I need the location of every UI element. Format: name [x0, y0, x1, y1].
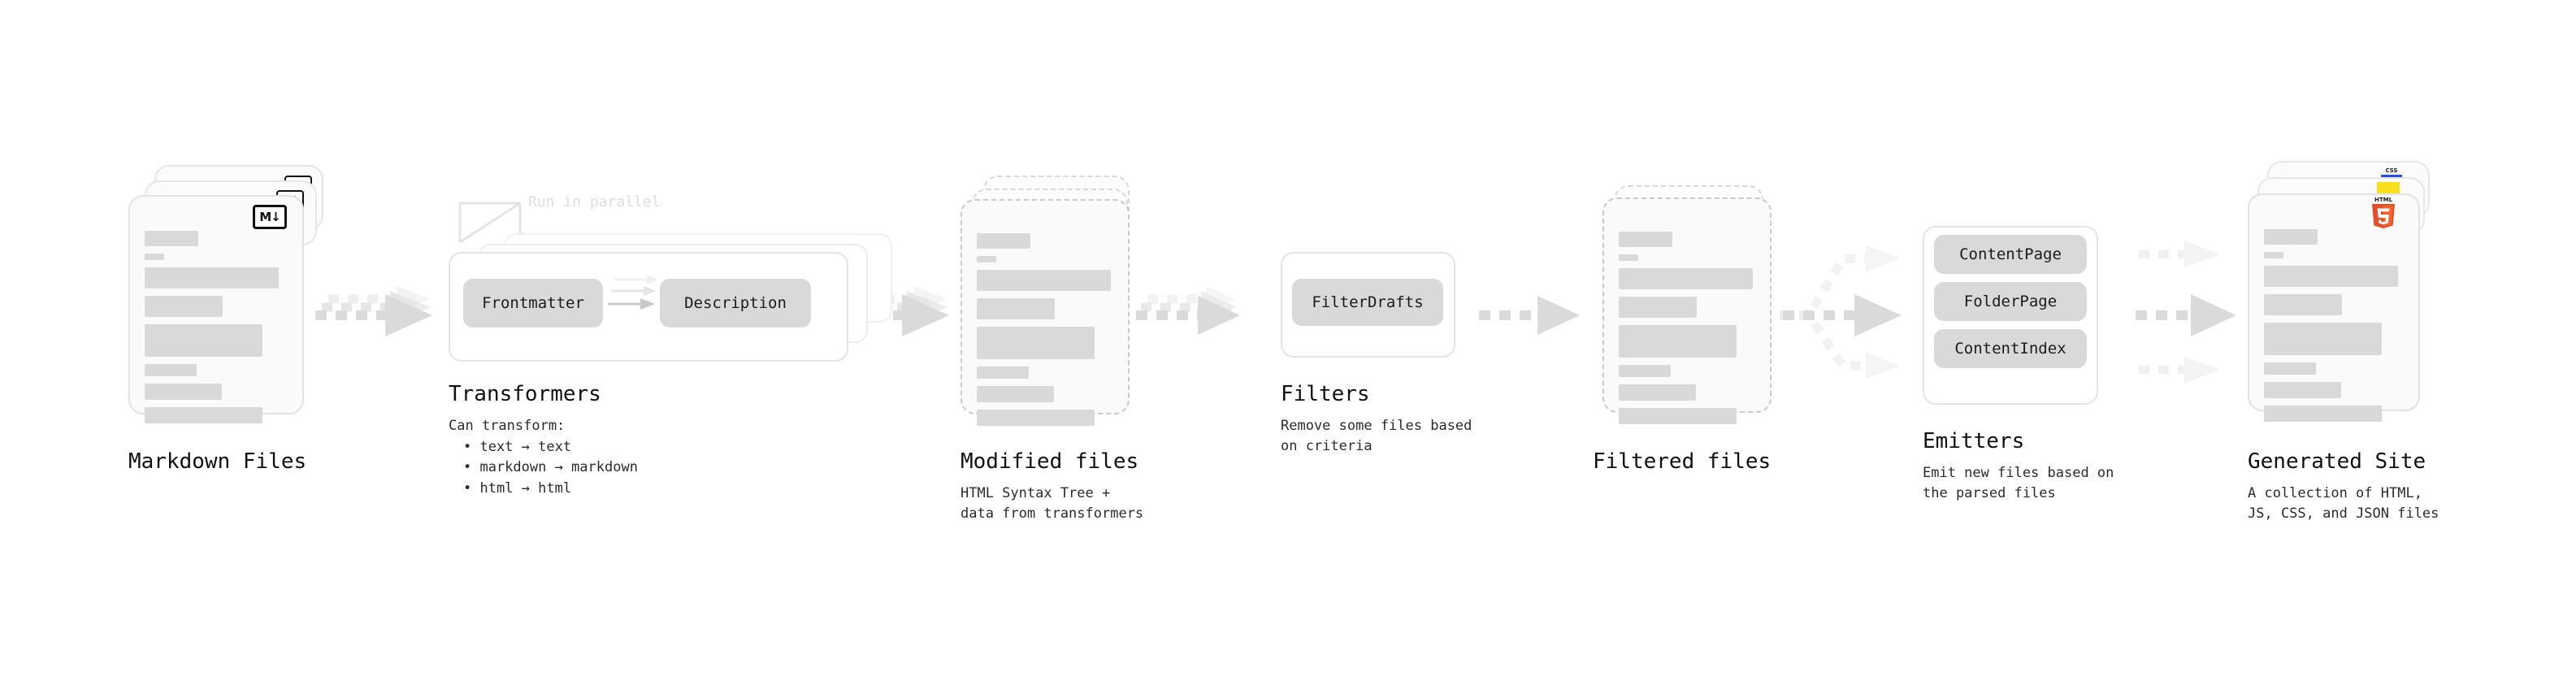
- js-icon: [2377, 182, 2400, 196]
- emitter-chip-contentindex[interactable]: ContentIndex: [1934, 329, 2087, 368]
- modified-card-front: [961, 199, 1130, 426]
- capability-item: • markdown → markdown: [463, 459, 638, 475]
- stage-subtitle-filters: Remove some files based on criteria: [1281, 418, 1472, 454]
- stage-title-generated-site: Generated Site: [2248, 449, 2426, 474]
- transformers-capabilities: Can transform: • text → text • markdown …: [449, 416, 638, 499]
- stage-title-modified-files: Modified files: [961, 449, 1139, 474]
- run-in-parallel-label: Run in parallel: [528, 193, 661, 210]
- stage-subtitle-generated-site: A collection of HTML, JS, CSS, and JSON …: [2248, 485, 2439, 522]
- stage-title-markdown-files: Markdown Files: [128, 449, 307, 474]
- css-icon: CSS: [2381, 167, 2402, 178]
- skeleton-bars: [145, 231, 279, 431]
- arrow-filtered-to-emitters: [1780, 245, 1902, 379]
- stage-title-transformers: Transformers: [449, 382, 601, 406]
- emitter-chip-folderpage[interactable]: FolderPage: [1934, 282, 2087, 321]
- emitter-chip-contentpage[interactable]: ContentPage: [1934, 235, 2087, 274]
- arrow-filters-to-filtered: [1479, 296, 1580, 335]
- stage-subtitle-modified-files: HTML Syntax Tree + data from transformer…: [961, 485, 1144, 522]
- capability-item: • text → text: [463, 438, 572, 455]
- stage-title-emitters: Emitters: [1923, 429, 2025, 453]
- html5-icon: HTML: [2370, 195, 2397, 229]
- capabilities-lead: Can transform:: [449, 418, 566, 434]
- arrow-modified-to-filters: [1136, 286, 1240, 335]
- filter-chip-filterdrafts[interactable]: FilterDrafts: [1292, 279, 1443, 326]
- transformer-chip-frontmatter[interactable]: Frontmatter: [463, 279, 603, 327]
- markdown-icon: M↓: [253, 205, 287, 229]
- arrow-emitters-to-site: [2136, 241, 2236, 384]
- svg-text:HTML: HTML: [2374, 197, 2393, 203]
- skeleton-bars: [2264, 229, 2398, 429]
- css-icon-rule: [2381, 175, 2402, 178]
- site-card-front: [2248, 193, 2420, 422]
- capability-item: • html → html: [463, 479, 572, 497]
- css-icon-label: CSS: [2385, 167, 2398, 174]
- skeleton-bars: [1619, 232, 1753, 432]
- transformer-chip-description[interactable]: Description: [660, 279, 811, 327]
- stage-subtitle-emitters: Emit new files based on the parsed files: [1923, 465, 2114, 501]
- arrow-markdown-to-transformers: [315, 286, 432, 336]
- stage-title-filtered-files: Filtered files: [1593, 449, 1772, 474]
- markdown-card-front: [128, 195, 304, 423]
- filtered-card-front: [1602, 197, 1772, 424]
- stage-title-filters: Filters: [1281, 382, 1370, 406]
- skeleton-bars: [977, 233, 1111, 433]
